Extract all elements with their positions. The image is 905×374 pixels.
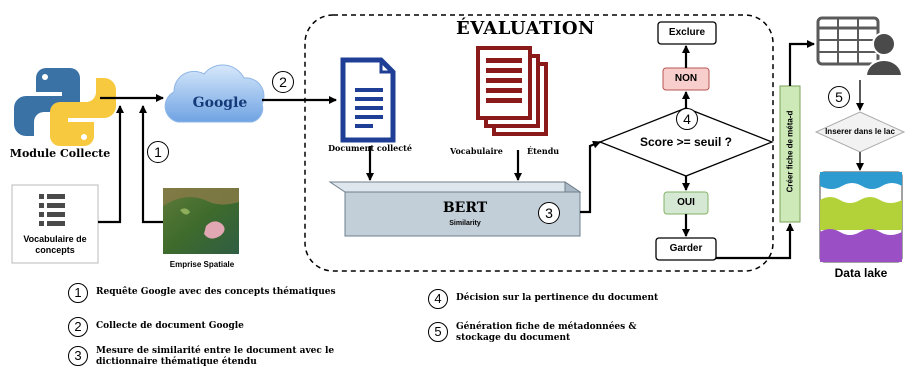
legend-text: Décision sur la pertinence du document <box>456 293 659 303</box>
vocabulaire-concepts-label: Vocabulaire de concepts <box>23 234 87 255</box>
legend-text: Mesure de similarité entre le document a… <box>96 346 335 367</box>
step-marker-2: 2 <box>272 71 294 93</box>
legend-item-4: 4 Décision sur la pertinence du document <box>428 289 728 309</box>
legend-text: Collecte de document Google <box>96 321 244 331</box>
data-lake-icon <box>819 171 903 263</box>
vocabulaire-etendu-label-2: Étendu <box>527 146 560 156</box>
score-label: Score >= seuil ? <box>639 135 733 149</box>
step-marker-1: 1 <box>147 141 169 163</box>
garder-box <box>655 237 717 261</box>
cloud-shape <box>164 64 265 123</box>
non-label: NON <box>674 73 698 84</box>
evaluation-title: ÉVALUATION <box>456 18 595 39</box>
legend-text: Requête Google avec des concepts thémati… <box>96 287 336 297</box>
emprise-spatiale-label: Emprise Spatiale <box>169 260 235 269</box>
list-icon <box>39 194 65 226</box>
legend-number: 5 <box>428 322 448 342</box>
legend-number: 4 <box>428 289 448 309</box>
document-icon <box>340 57 396 143</box>
garder-label: Garder <box>669 243 703 254</box>
legend-item-3: 3 Mesure de similarité entre le document… <box>68 346 338 368</box>
exclure-label: Exclure <box>668 27 706 38</box>
step-marker-4: 4 <box>676 108 698 130</box>
exclure-box <box>657 21 717 45</box>
legend-number: 3 <box>68 346 88 366</box>
step-marker-3: 3 <box>538 202 560 224</box>
data-lake-label: Data lake <box>834 266 888 280</box>
step-marker-5: 5 <box>828 86 850 108</box>
vocabulaire-etendu-icon <box>476 46 548 136</box>
database-user-icon <box>816 16 904 77</box>
module-collecte-label: Module Collecte <box>9 147 111 160</box>
python-logo-icon <box>14 68 116 146</box>
legend-item-5: 5 Génération fiche de métadonnées & stoc… <box>428 322 668 344</box>
vocabulaire-etendu-label-1: Vocabulaire <box>450 146 503 156</box>
oui-label: OUI <box>677 197 695 208</box>
bert-sub-label: Similarity <box>449 220 481 227</box>
legend-number: 1 <box>68 283 88 303</box>
google-label: Google <box>192 95 248 111</box>
creer-fiche-label: Créer fiche de méta-d <box>785 110 795 193</box>
inserer-label: Inserer dans le lac <box>825 127 895 136</box>
arrows <box>98 40 864 260</box>
legend-number: 2 <box>68 317 88 337</box>
document-collecte-label: Document collecté <box>328 143 412 153</box>
legend-item-2: 2 Collecte de document Google <box>68 317 398 337</box>
evaluation-container <box>304 14 774 272</box>
bert-label: BERT <box>442 200 488 216</box>
legend-item-1: 1 Requête Google avec des concepts théma… <box>68 283 398 303</box>
legend-text: Génération fiche de métadonnées & stocka… <box>456 322 637 343</box>
